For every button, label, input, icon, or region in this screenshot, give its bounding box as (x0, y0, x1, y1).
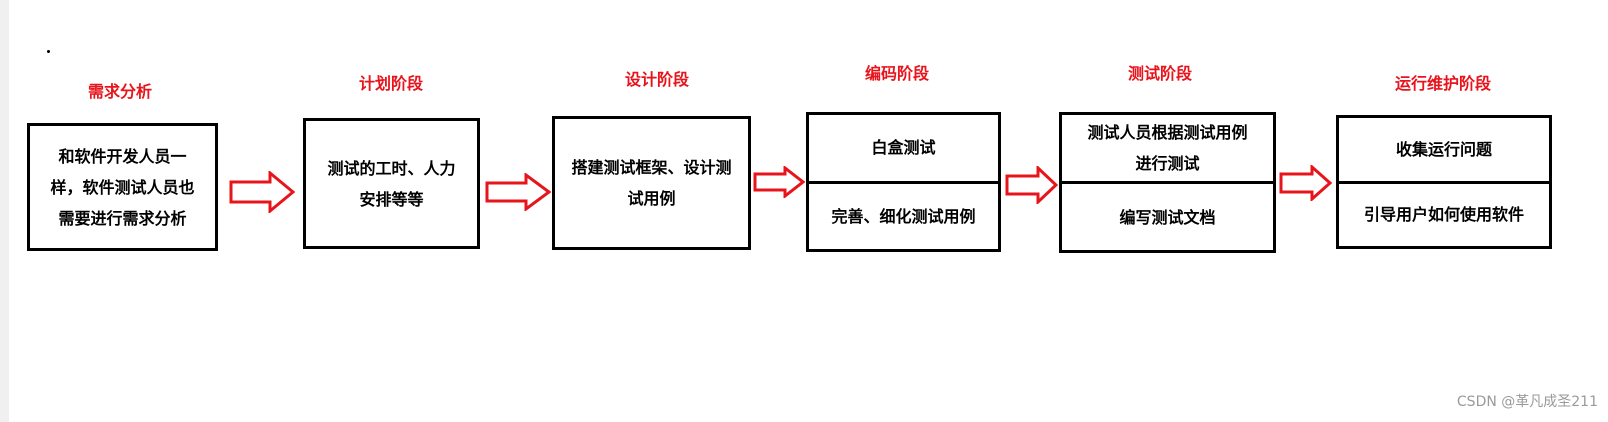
stage-label: 运行维护阶段 (1394, 74, 1492, 93)
stage-box: 测试的工时、人力 安排等等 (303, 118, 480, 249)
stage-box-text: 收集运行问题 (1395, 139, 1492, 159)
stage-box: 搭建测试框架、设计测 试用例 (552, 116, 751, 250)
stage-box: 和软件开发人员一 样，软件测试人员也 需要进行需求分析 (27, 123, 218, 251)
stage-box: 收集运行问题引导用户如何使用软件 (1336, 115, 1552, 249)
stage-box-text: 搭建测试框架、设计测 试用例 (571, 158, 732, 208)
page-left-edge (0, 0, 9, 422)
right-arrow-icon (753, 166, 805, 198)
stage-box-text: 和软件开发人员一 样，软件测试人员也 需要进行需求分析 (50, 146, 195, 228)
stage-box-text: 引导用户如何使用软件 (1339, 180, 1549, 247)
right-arrow-shape (485, 173, 551, 211)
stage-label: 计划阶段 (358, 74, 424, 93)
right-arrow-shape (753, 166, 805, 198)
stage-box-text: 测试人员根据测试用例 进行测试 (1087, 123, 1248, 173)
right-arrow-shape (1005, 166, 1058, 204)
stage-box-text: 测试的工时、人力 安排等等 (327, 158, 456, 209)
watermark: CSDN @革凡成圣211 (1456, 394, 1598, 410)
right-arrow-shape (229, 171, 295, 213)
right-arrow-icon (229, 171, 295, 213)
right-arrow-icon (485, 173, 551, 211)
stage-box-text: 完善、细化测试用例 (809, 180, 998, 250)
stage-label: 需求分析 (87, 82, 153, 101)
stage-box: 白盒测试完善、细化测试用例 (806, 112, 1001, 252)
stage-box-text: 白盒测试 (871, 138, 936, 158)
stage-label: 编码阶段 (864, 64, 930, 83)
stage-label: 设计阶段 (624, 70, 690, 89)
stage-box-text: 编写测试文档 (1062, 181, 1273, 250)
stray-dot (47, 50, 50, 53)
right-arrow-icon (1005, 166, 1058, 204)
stage-box: 测试人员根据测试用例 进行测试编写测试文档 (1059, 112, 1276, 253)
right-arrow-shape (1279, 165, 1332, 201)
right-arrow-icon (1279, 165, 1332, 201)
stage-label: 测试阶段 (1127, 64, 1193, 83)
